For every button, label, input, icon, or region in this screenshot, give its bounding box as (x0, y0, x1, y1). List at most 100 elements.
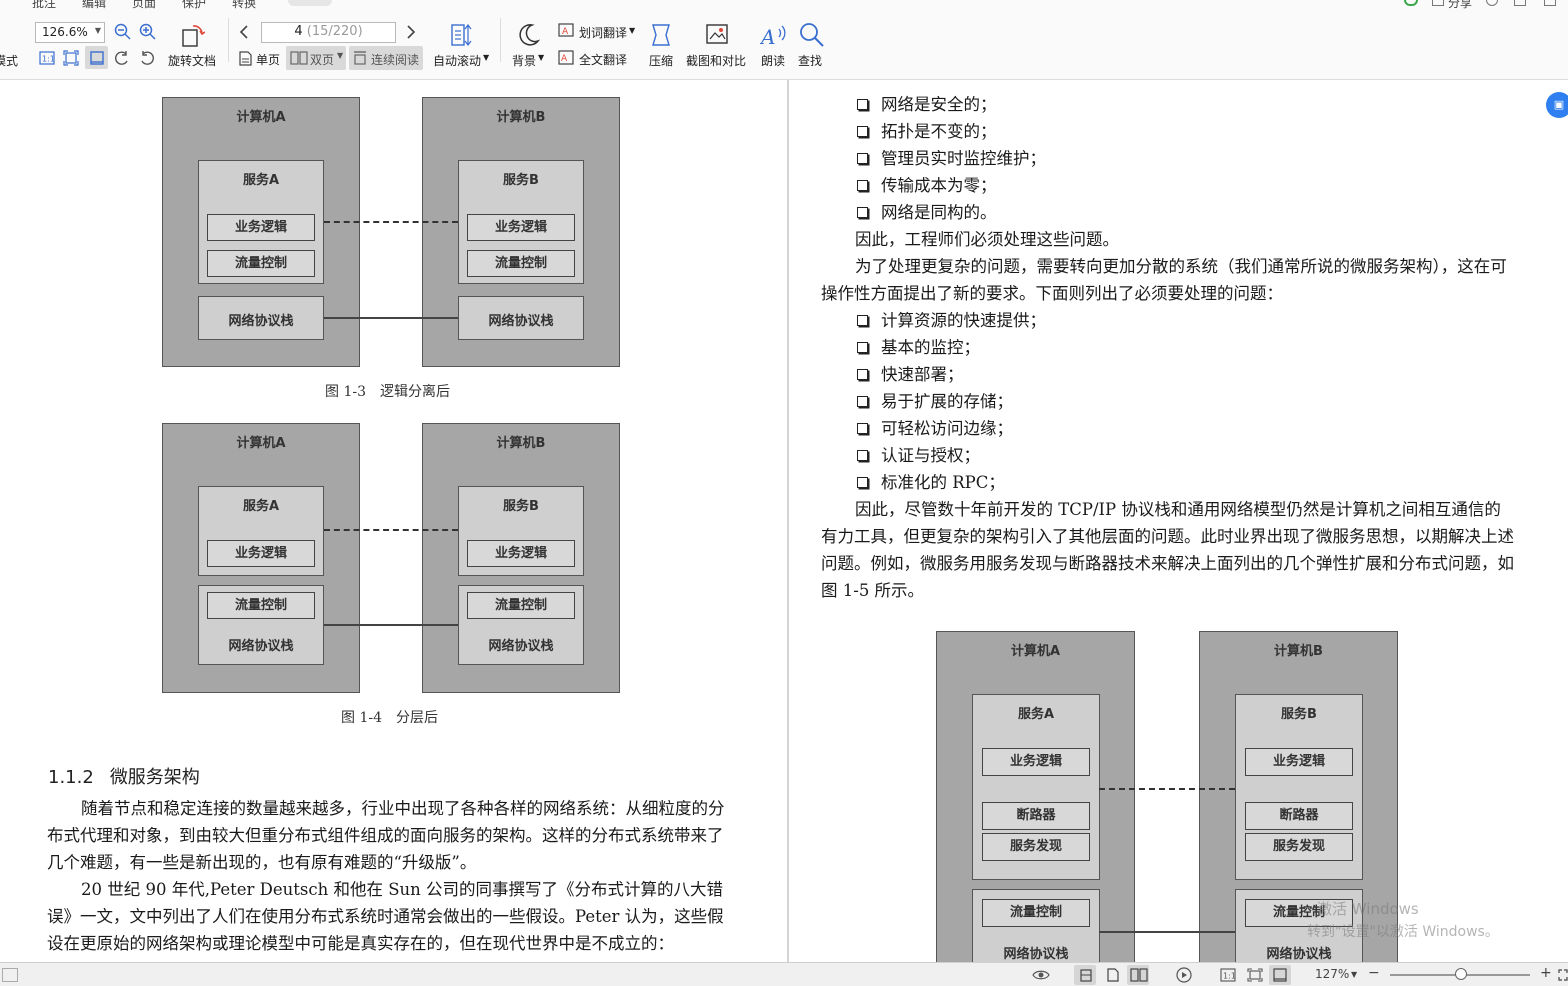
windows-activation-watermark: 激活 Windows (1317, 900, 1419, 918)
flow-control-cell: 流量控制 (207, 250, 315, 277)
machine-a-box: 计算机A 服务A 业务逻辑 流量控制 网络协议栈 (162, 423, 360, 693)
list-item: 拓扑是不变的； (857, 118, 1046, 145)
actual-size-icon[interactable]: 1:1 (1220, 968, 1236, 982)
zoom-out-icon[interactable] (114, 23, 132, 41)
read-aloud-button[interactable]: 朗读 (761, 54, 786, 68)
page-number-input[interactable]: 4 (15/220) (261, 22, 396, 43)
section-number: 1.1.2 (48, 767, 94, 788)
list-item: 基本的监控； (857, 334, 1046, 361)
fit-page-icon[interactable] (1247, 968, 1263, 982)
status-zoom-value[interactable]: 127% (1315, 967, 1350, 981)
double-page-icon (290, 51, 308, 65)
eye-icon[interactable] (1032, 968, 1050, 982)
menu-convert[interactable]: 转换 (232, 0, 257, 10)
double-page-label: 双页 (310, 53, 335, 67)
machine-b-title: 计算机B (1274, 644, 1323, 659)
service-b-title: 服务B (503, 499, 539, 514)
figure-1-4: 计算机A 服务A 业务逻辑 流量控制 网络协议栈 计算机B 服务B 业务逻辑 (162, 423, 622, 693)
fit-width-icon (90, 51, 104, 65)
rotate-right-icon[interactable] (139, 50, 155, 66)
page-divider (787, 80, 789, 962)
continuous-read-label: 连续阅读 (371, 53, 420, 67)
zoom-in-icon[interactable] (139, 23, 157, 41)
list-item: 标准化的 RPC； (857, 469, 1046, 496)
service-a-box: 服务A 业务逻辑 流量控制 (198, 160, 324, 284)
word-translate-button[interactable]: 划词翻译 (579, 26, 628, 40)
fit-width-icon (1273, 968, 1287, 982)
circuit-breaker-cell: 断路器 (982, 802, 1090, 830)
svg-text:A: A (760, 25, 775, 48)
floating-tool-button[interactable]: ▣ (1546, 92, 1568, 118)
auto-scroll-icon[interactable] (450, 22, 472, 48)
play-icon[interactable] (1175, 967, 1193, 983)
network-stack-b-label: 网络协议栈 (1266, 947, 1332, 962)
network-stack-b-box: 网络协议栈 (458, 296, 584, 340)
settings-icon[interactable] (1486, 0, 1498, 6)
menu-annotate[interactable]: 批注 (32, 0, 57, 10)
search-menu-icon[interactable] (288, 0, 332, 6)
fullscreen-icon[interactable] (1558, 969, 1568, 981)
chevron-down-icon: ▼ (94, 26, 101, 35)
machine-b-box: 计算机B 服务B 业务逻辑 流量控制 网络协议栈 (422, 97, 620, 367)
physical-link-solid (324, 624, 458, 626)
next-page-icon[interactable] (405, 24, 417, 40)
assumption-list: 网络是安全的； 拓扑是不变的； 管理员实时监控维护； 传输成本为零； 网络是同构… (857, 91, 1046, 226)
full-translate-button[interactable]: 全文翻译 (579, 53, 628, 67)
share-button[interactable]: 分享 (1448, 0, 1473, 10)
screenshot-compare-icon[interactable] (704, 22, 730, 48)
service-b-title: 服务B (503, 173, 539, 188)
mode-label[interactable]: 模式 (0, 54, 19, 68)
single-page-button[interactable]: 单页 (256, 53, 281, 67)
share-icon[interactable] (1432, 0, 1444, 6)
rotate-document-icon[interactable] (181, 22, 205, 48)
machine-a-title: 计算机A (236, 110, 286, 125)
svg-text:1:1: 1:1 (1223, 972, 1236, 981)
expand-icon[interactable] (1544, 0, 1556, 6)
logical-link-dashed (324, 529, 458, 531)
continuous-page-icon (1080, 969, 1092, 982)
svg-text:1:1: 1:1 (42, 55, 55, 64)
moon-icon[interactable] (516, 22, 540, 48)
network-stack-a-label: 网络协议栈 (228, 314, 294, 329)
continuous-read-button[interactable] (349, 46, 423, 70)
chevron-down-icon: ▼ (629, 26, 636, 35)
compress-icon[interactable] (650, 22, 672, 48)
zoom-slider-handle[interactable] (1455, 968, 1467, 980)
prev-page-icon[interactable] (238, 24, 250, 40)
list-item: 认证与授权； (857, 442, 1046, 469)
screenshot-compare-button[interactable]: 截图和对比 (686, 54, 747, 68)
svg-text:A: A (561, 54, 568, 64)
flow-control-cell: 流量控制 (207, 592, 315, 619)
message-icon[interactable] (1514, 0, 1526, 6)
background-button[interactable]: 背景 (512, 54, 537, 68)
figure-1-5: 计算机A 服务A 业务逻辑 断路器 服务发现 流量控制 网络协议栈 计算机B (936, 631, 1399, 962)
flow-control-cell: 流量控制 (467, 250, 575, 277)
sync-status-icon[interactable] (1404, 0, 1418, 6)
compress-button[interactable]: 压缩 (649, 54, 674, 68)
find-button[interactable]: 查找 (798, 54, 823, 68)
network-stack-a-box: 流量控制 网络协议栈 (972, 889, 1100, 962)
service-b-box: 服务B 业务逻辑 流量控制 (458, 160, 584, 284)
single-page-icon[interactable] (1106, 968, 1120, 982)
menu-page[interactable]: 页面 (132, 0, 157, 10)
rotate-left-icon[interactable] (114, 50, 130, 66)
rotate-document-label[interactable]: 旋转文档 (168, 54, 217, 68)
service-b-box: 服务B 业务逻辑 (458, 486, 584, 576)
sidebar-toggle-icon[interactable] (2, 968, 18, 982)
business-logic-cell: 业务逻辑 (207, 214, 315, 241)
auto-scroll-button[interactable]: 自动滚动 (433, 54, 482, 68)
document-view[interactable]: 计算机A 服务A 业务逻辑 流量控制 网络协议栈 计算机B 服务B 业务逻辑 (0, 80, 1568, 962)
menu-protect[interactable]: 保护 (182, 0, 207, 10)
search-icon[interactable] (799, 22, 825, 48)
actual-size-icon[interactable]: 1:1 (39, 51, 55, 65)
double-page-button[interactable] (286, 46, 346, 70)
zoom-select[interactable]: 126.6% ▼ (35, 22, 105, 43)
read-aloud-icon[interactable]: A (760, 22, 786, 48)
fit-page-icon[interactable] (63, 50, 79, 66)
menu-edit[interactable]: 编辑 (82, 0, 107, 10)
zoom-in-button[interactable]: + (1540, 965, 1552, 981)
zoom-out-button[interactable]: − (1368, 965, 1380, 981)
full-translate-icon: A (558, 50, 574, 65)
service-a-box: 服务A 业务逻辑 (198, 486, 324, 576)
